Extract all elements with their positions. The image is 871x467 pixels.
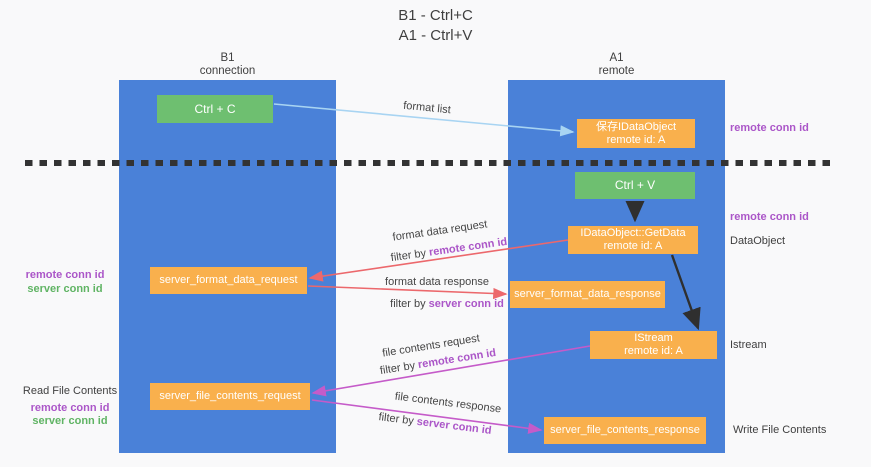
save-idataobject-line2: remote id: A (606, 133, 666, 146)
dataobject-label: DataObject (730, 235, 786, 247)
istream-side-label: Istream (730, 339, 767, 351)
read-file-contents-label: Read File Contents (22, 385, 118, 397)
server-file-contents-request-label: server_file_contents_request (159, 390, 301, 402)
save-idataobject-box: 保存IDataObject remote id: A (577, 119, 695, 148)
read-file-contents-group: Read File Contents remote conn id server… (14, 385, 126, 428)
lifeline-b1-role: connection (199, 65, 256, 77)
server-conn-id-text: server conn id (428, 298, 504, 310)
idataobject-getdata-box: IDataObject::GetData remote id: A (568, 226, 698, 254)
remote-conn-id-label-top: remote conn id (730, 122, 809, 134)
server-format-data-response-box: server_format_data_response (510, 281, 665, 308)
ctrl-c-box: Ctrl + C (157, 95, 273, 123)
server-conn-id-label: server conn id (32, 415, 108, 427)
istream-line2: remote id: A (624, 345, 683, 357)
server-conn-id-text: server conn id (416, 415, 493, 437)
server-file-contents-response-box: server_file_contents_response (544, 417, 706, 444)
title-line-2: A1 - Ctrl+V (398, 27, 473, 44)
ctrl-c-label: Ctrl + C (194, 101, 236, 116)
file-contents-response-filter-label: filter by server conn id (378, 411, 492, 437)
istream-box: IStream remote id: A (590, 331, 717, 359)
getdata-line1: IDataObject::GetData (580, 227, 686, 239)
remote-conn-id-label: remote conn id (30, 402, 110, 414)
lifeline-header-a1: A1 remote (508, 52, 725, 78)
server-format-data-request-label: server_format_data_request (159, 274, 298, 286)
write-file-contents-label: Write File Contents (733, 424, 827, 436)
remote-conn-id-label: remote conn id (25, 269, 105, 281)
lifeline-b1-name: B1 (220, 52, 235, 64)
lifeline-a1-name: A1 (609, 52, 624, 64)
server-conn-id-label: server conn id (27, 283, 103, 295)
format-data-response-filter-label: filter by server conn id (390, 298, 504, 310)
server-file-contents-response-label: server_file_contents_response (550, 424, 700, 436)
server-format-data-response-label: server_format_data_response (514, 288, 661, 300)
filter-by-text: filter by (377, 411, 418, 428)
filter-by-text: filter by (390, 246, 430, 265)
server-file-contents-request-box: server_file_contents_request (150, 383, 310, 410)
server-format-data-request-box: server_format_data_request (150, 267, 307, 294)
left-conn-id-group: remote conn id server conn id (10, 268, 120, 296)
ctrl-v-label: Ctrl + V (614, 178, 656, 192)
remote-conn-id-label-mid: remote conn id (730, 211, 809, 223)
file-contents-response-label: file contents response (394, 390, 502, 416)
format-data-response-label: format data response (385, 276, 489, 288)
filter-by-text: filter by (379, 359, 420, 378)
getdata-line2: remote id: A (603, 240, 663, 252)
save-idataobject-line1: 保存IDataObject (595, 120, 677, 133)
ctrl-v-box: Ctrl + V (575, 172, 695, 199)
title-line-1: B1 - Ctrl+C (398, 7, 473, 24)
diagram-title: B1 - Ctrl+C A1 - Ctrl+V (0, 6, 871, 46)
format-list-label: format list (402, 99, 452, 117)
lifeline-header-b1: B1 connection (119, 52, 336, 78)
filter-by-text: filter by (390, 298, 429, 310)
istream-line1: IStream (634, 332, 673, 344)
remote-conn-id-text: remote conn id (428, 235, 508, 259)
lifeline-a1-role: remote (598, 65, 635, 77)
